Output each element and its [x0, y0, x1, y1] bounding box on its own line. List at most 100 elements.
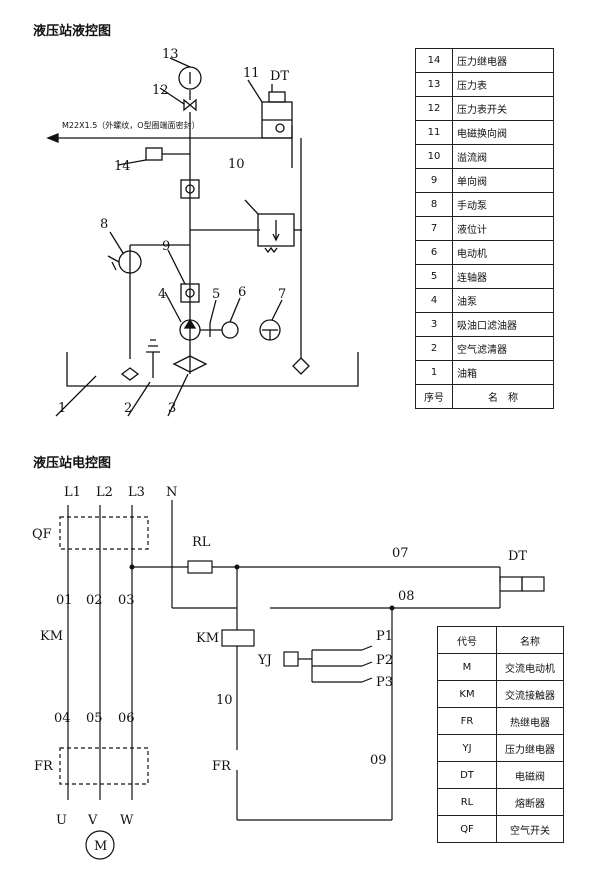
label-w: W — [120, 813, 134, 828]
legend-name: 液位计 — [452, 216, 554, 241]
legend-name: 吸油口滤油器 — [452, 312, 554, 337]
callout-6: 6 — [238, 285, 246, 300]
suction-filter — [172, 355, 208, 373]
callout-5: 5 — [212, 287, 220, 302]
callout-7: 7 — [278, 287, 286, 302]
code-name: 热继电器 — [496, 707, 564, 735]
port-label: M22X1.5（外螺纹，O型圈端面密封） — [62, 120, 200, 130]
label-v: V — [87, 813, 98, 828]
code-name: 熔断器 — [496, 788, 564, 816]
legend-footer: 序号名 称 — [415, 384, 554, 409]
callout-3: 3 — [168, 401, 176, 416]
legend-number: 2 — [415, 336, 453, 361]
label-fr-contact: FR — [212, 759, 232, 774]
motor-m — [85, 830, 115, 860]
code-header: 代号名称 — [437, 626, 564, 654]
oil-tank — [66, 352, 359, 387]
legend-name: 电动机 — [452, 240, 554, 265]
label-u: U — [56, 813, 67, 828]
callout-13: 13 — [162, 47, 179, 62]
legend-number: 8 — [415, 192, 453, 217]
code-cell: FR — [437, 707, 497, 735]
callout-9: 9 — [162, 239, 170, 254]
code-cell: M — [437, 653, 497, 681]
electrical-title: 液压站电控图 — [33, 456, 112, 471]
yj-relay — [283, 651, 299, 667]
code-name: 电磁阀 — [496, 761, 564, 789]
label-fr-left: FR — [34, 759, 54, 774]
callout-10: 10 — [228, 157, 245, 172]
legend-number: 3 — [415, 312, 453, 337]
callout-2: 2 — [124, 401, 132, 416]
legend-number: 12 — [415, 96, 453, 121]
label-07: 07 — [392, 546, 409, 561]
callout-11: 11 — [243, 66, 260, 81]
legend-name: 溢流阀 — [452, 144, 554, 169]
label-p1: P1 — [376, 629, 393, 644]
legend-number: 6 — [415, 240, 453, 265]
callout-8: 8 — [100, 217, 108, 232]
legend-number: 5 — [415, 264, 453, 289]
gauge-switch — [183, 98, 197, 112]
label-02: 02 — [86, 593, 103, 608]
fr-relay-left — [59, 747, 149, 785]
label-l2: L2 — [96, 485, 113, 500]
label-p2: P2 — [376, 653, 393, 668]
code-header-name: 名称 — [496, 626, 564, 654]
label-qf: QF — [32, 527, 52, 542]
label-06: 06 — [118, 711, 135, 726]
legend-name: 单向阀 — [452, 168, 554, 193]
relief-valve — [257, 213, 295, 247]
code-cell: DT — [437, 761, 497, 789]
hand-pump — [118, 250, 142, 274]
legend-number: 13 — [415, 72, 453, 97]
return-filter — [292, 357, 310, 375]
motor-6 — [221, 321, 239, 339]
label-l1: L1 — [64, 485, 81, 500]
legend-number: 10 — [415, 144, 453, 169]
code-name: 交流电动机 — [496, 653, 564, 681]
label-motor: M — [94, 839, 107, 854]
label-10: 10 — [216, 693, 233, 708]
legend-name: 油箱 — [452, 360, 554, 385]
hydraulic-title: 液压站液控图 — [33, 24, 112, 39]
legend-name: 压力表开关 — [452, 96, 554, 121]
dt-valve-coil — [499, 576, 523, 592]
pressure-relay — [145, 147, 163, 161]
fuse-rl — [187, 560, 213, 574]
legend-number: 4 — [415, 288, 453, 313]
dt-label-valve: DT — [270, 69, 289, 84]
check-valve-top — [180, 179, 200, 199]
label-dt: DT — [508, 549, 527, 564]
air-filter — [146, 339, 160, 353]
code-name: 交流接触器 — [496, 680, 564, 708]
legend-footer-name: 名 称 — [452, 384, 554, 409]
callout-14: 14 — [114, 159, 131, 174]
legend-name: 电磁换向阀 — [452, 120, 554, 145]
label-09: 09 — [370, 753, 387, 768]
code-cell: RL — [437, 788, 497, 816]
legend-number: 11 — [415, 120, 453, 145]
check-valve-9 — [180, 283, 200, 303]
km-coil — [221, 629, 255, 647]
code-cell: KM — [437, 680, 497, 708]
label-l3: L3 — [128, 485, 145, 500]
label-yj: YJ — [257, 653, 272, 668]
